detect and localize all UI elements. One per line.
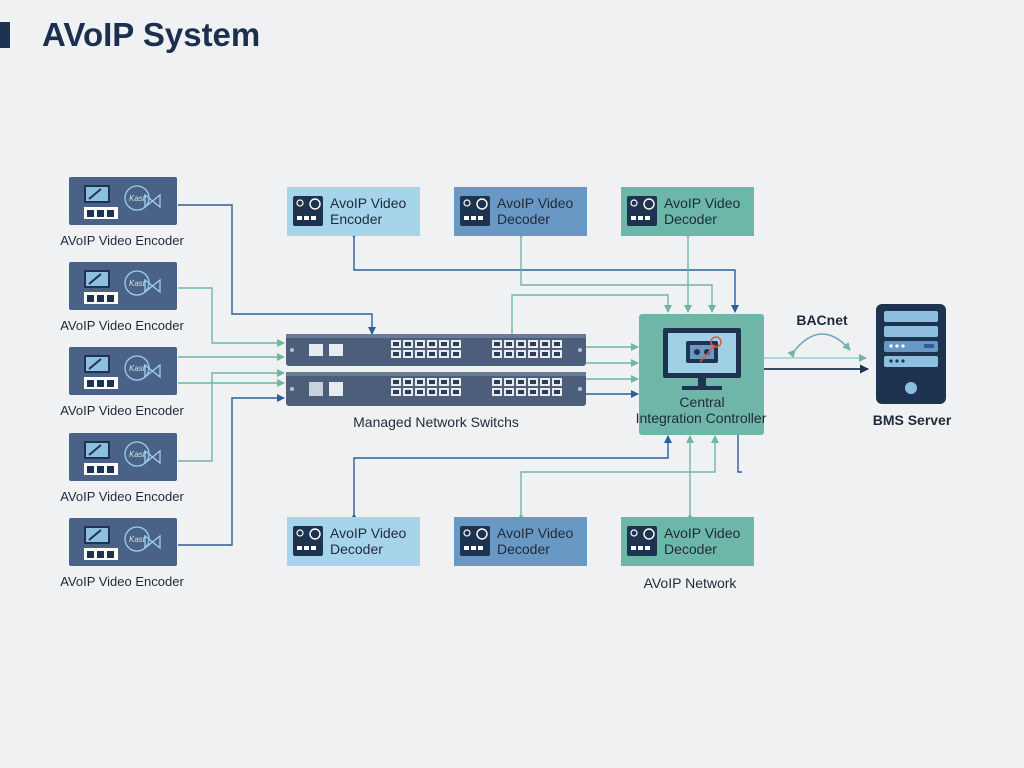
encoder-label: AVoIP Video Encoder [60, 489, 184, 504]
screen-icon [84, 441, 110, 459]
network-label: AVoIP Network [644, 575, 738, 591]
controller-label-line2: Integration Controller [636, 410, 767, 426]
page-title: AVoIP System [42, 16, 261, 53]
device-label-line1: AvoIP Video [497, 195, 574, 211]
link-encoder2-switch [178, 287, 285, 347]
device-label-line1: AvoIP Video [330, 525, 407, 541]
bowtie-icon [144, 449, 161, 465]
encoder-device-2: Kast [69, 262, 177, 310]
ethernet-ports-icon [84, 463, 118, 475]
device-label-line2: Decoder [330, 541, 383, 557]
bowtie-icon [144, 363, 161, 379]
encoder-badge-text: Kast [129, 364, 146, 373]
encoder-label: AVoIP Video Encoder [60, 318, 184, 333]
av-device-icon [460, 196, 490, 226]
screen-icon [84, 355, 110, 373]
device-label-line2: Decoder [664, 211, 717, 227]
bms-server-label: BMS Server [873, 412, 952, 428]
ethernet-ports-icon [84, 292, 118, 304]
screen-icon [84, 185, 110, 203]
title-accent-bar [0, 22, 10, 48]
bowtie-icon [144, 278, 161, 294]
link-bottom-decoder-mid [517, 435, 719, 521]
network-switch-top [286, 334, 586, 366]
link-top-decoder-mid [517, 231, 716, 313]
device-label-line1: AvoIP Video [330, 195, 407, 211]
encoder-badge-text: Kast [129, 194, 146, 203]
controller-label-line1: Central [679, 394, 724, 410]
ethernet-ports-icon [84, 548, 118, 560]
device-label-line1: AvoIP Video [664, 195, 741, 211]
encoder-label: AVoIP Video Encoder [60, 233, 184, 248]
encoder-badge-text: Kast [129, 450, 146, 459]
encoder-badge-text: Kast [129, 279, 146, 288]
ethernet-ports-icon [84, 377, 118, 389]
managed-switches: Managed Network Switchs [286, 334, 586, 430]
encoder-device-3: Kast [69, 347, 177, 395]
link-encoder5-switch [178, 394, 285, 546]
bms-server-icon [876, 304, 946, 404]
link-bottom-extra [734, 429, 742, 473]
av-device-icon [627, 526, 657, 556]
switches-label: Managed Network Switchs [353, 414, 519, 430]
bowtie-icon [144, 193, 161, 209]
ethernet-ports-icon [84, 207, 118, 219]
central-integration-controller: Central Integration Controller [636, 314, 767, 435]
device-label-line1: AvoIP Video [664, 525, 741, 541]
screen-icon [84, 526, 110, 544]
screen-icon [84, 270, 110, 288]
encoder-label: AVoIP Video Encoder [60, 403, 184, 418]
network-switch-bottom [286, 372, 586, 406]
link-switch-upper [508, 294, 672, 340]
bacnet-label: BACnet [796, 312, 848, 328]
device-label-line1: AvoIP Video [497, 525, 574, 541]
link-encoder1-switch [178, 204, 376, 335]
av-device-icon [293, 196, 323, 226]
encoder-badge-text: Kast [129, 535, 146, 544]
bowtie-icon [144, 534, 161, 550]
bacnet-arc [787, 333, 851, 358]
device-label-line2: Encoder [330, 211, 382, 227]
connection-lines [178, 204, 869, 546]
av-device-icon [293, 526, 323, 556]
link-bottom-decoder-left [350, 435, 672, 521]
encoder-device-1: Kast [69, 177, 177, 225]
link-top-encoder [350, 231, 739, 313]
encoder-label: AVoIP Video Encoder [60, 574, 184, 589]
monitor-icon [663, 328, 741, 390]
encoder-device-5: Kast [69, 518, 177, 566]
device-label-line2: Decoder [664, 541, 717, 557]
link-encoder4-switch [178, 369, 285, 462]
encoder-device-4: Kast [69, 433, 177, 481]
av-device-icon [460, 526, 490, 556]
device-label-line2: Decoder [497, 541, 550, 557]
device-label-line2: Decoder [497, 211, 550, 227]
av-device-icon [627, 196, 657, 226]
